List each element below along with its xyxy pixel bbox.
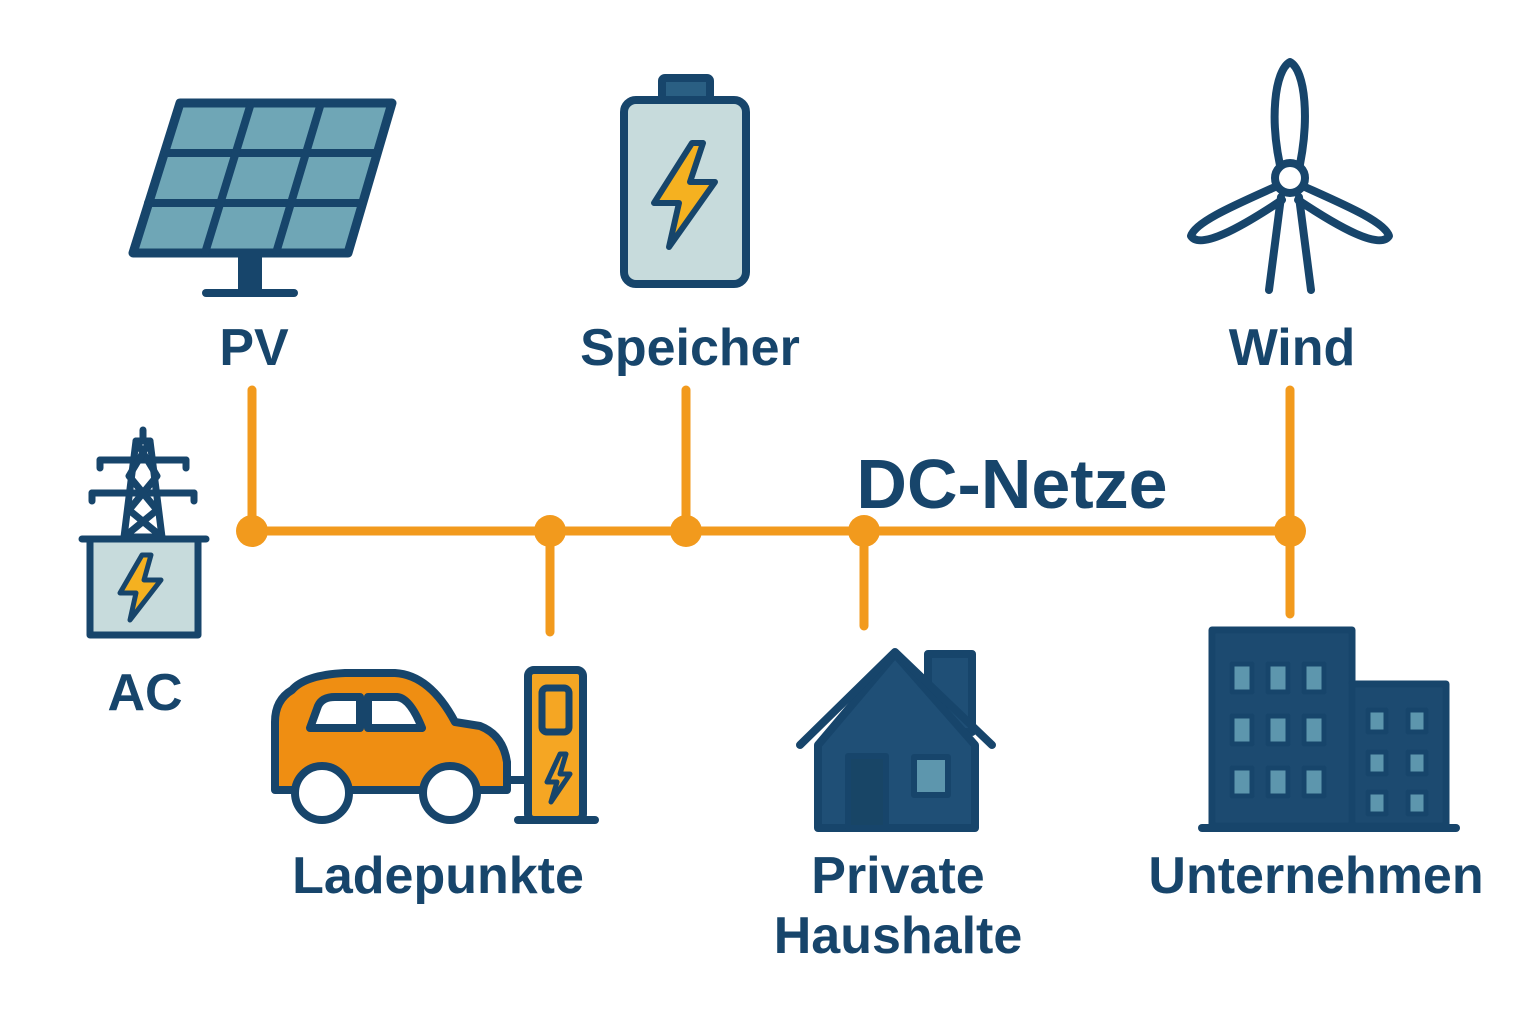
charger-icon (503, 666, 599, 824)
ac-bolt-icon (117, 552, 164, 623)
bolt-icon (651, 140, 718, 250)
dc-bus-nodes (236, 515, 1306, 547)
bus-node-ladepunkte (534, 515, 566, 547)
speicher-label: Speicher (580, 319, 800, 377)
ac-label: AC (107, 664, 182, 722)
house-icon (796, 648, 996, 832)
bus-node-speicher (670, 515, 702, 547)
haushalte-label-line2: Haushalte (774, 907, 1023, 965)
car-icon (271, 669, 511, 824)
pv-label: PV (219, 319, 289, 377)
wind-label: Wind (1229, 319, 1356, 377)
ladepunkte-label: Ladepunkte (292, 847, 584, 905)
bus-node-wind (1274, 515, 1306, 547)
diagram-title: DC-Netze (856, 445, 1167, 523)
battery-icon (620, 74, 750, 288)
office-building-icon (1198, 626, 1460, 832)
ev-charging-icon (271, 666, 599, 824)
wind-turbine-icon (1187, 58, 1393, 294)
haushalte-label-line1: Private (811, 847, 984, 905)
bus-node-pv (236, 515, 268, 547)
bus-node-haushalte (848, 515, 880, 547)
solar-panel-icon (128, 98, 397, 297)
unternehmen-label: Unternehmen (1148, 847, 1483, 905)
